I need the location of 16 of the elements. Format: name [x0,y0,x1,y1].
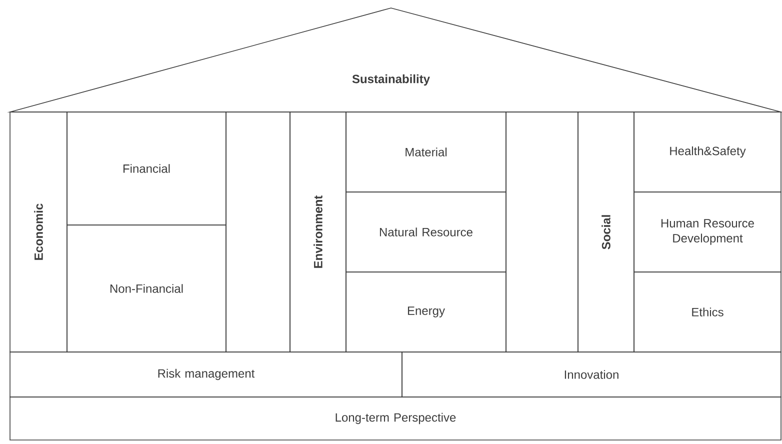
empty-box [226,112,290,352]
pillar-label: Social [578,112,634,352]
section-box: Energy [346,272,506,352]
pillar-label: Economic [10,112,68,352]
section-box: Material [346,112,506,192]
section-box: Human Resource Development [634,192,782,272]
section-box: Health&Safety [634,112,782,192]
pillar-label: Environment [290,112,346,352]
foundation-box: Long-term Perspective [10,396,782,440]
section-box: Ethics [634,272,782,352]
section-box: Non-Financial [66,224,226,352]
foundation-box: Innovation [402,352,782,398]
foundation-box: Risk management [10,352,402,398]
empty-box [506,112,578,352]
section-box: Financial [66,112,226,226]
section-box: Natural Resource [346,192,506,272]
